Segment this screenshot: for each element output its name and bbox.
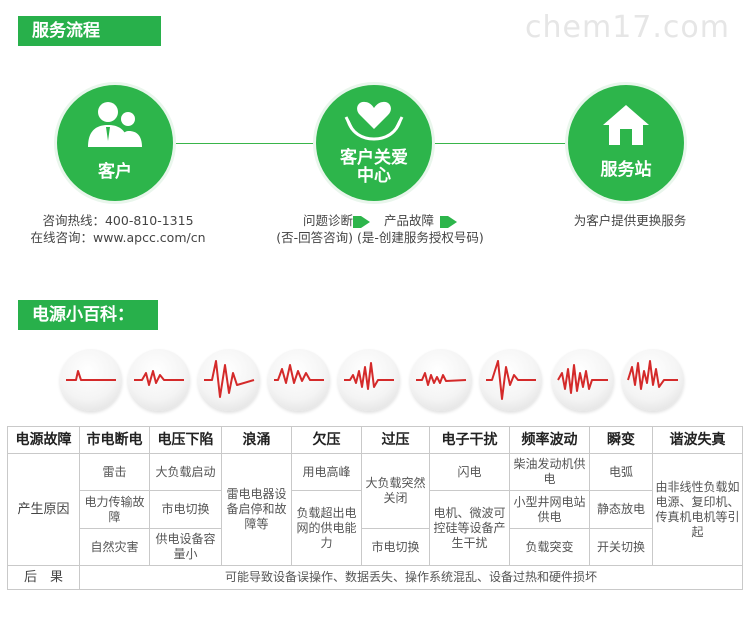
table-cell: 大负载启动: [149, 453, 222, 491]
care-title-line1: 客户关爱: [340, 148, 408, 168]
table-row: 电力传输故障 市电切换 负载超出电网的供电能力 电机、微波可控硅等设备产生干扰 …: [8, 490, 743, 566]
waveform-icon: [552, 349, 614, 411]
table-cell: 市电切换: [361, 528, 430, 566]
station-desc: 为客户提供更换服务: [573, 213, 687, 228]
flow-connector: [160, 143, 320, 144]
table-cell: 闪电: [429, 453, 510, 491]
header-cell: 浪涌: [221, 426, 292, 454]
waveform-icon: [268, 349, 330, 411]
care-steps: 问题诊断 产品故障 (否-回答咨询) (是-创建服务授权号码): [260, 212, 500, 246]
table-cell: 负载超出电网的供电能力: [291, 490, 362, 566]
result-text: 可能导致设备误操作、数据丢失、操作系统混乱、设备过热和硬件损坏: [79, 565, 743, 590]
users-icon: [88, 102, 142, 147]
waveform-icon: [198, 349, 260, 411]
table-cell: 电机、微波可控硅等设备产生干扰: [429, 490, 510, 566]
table-cell: 大负载突然关闭: [361, 453, 430, 529]
heart-hands-icon: [344, 101, 404, 141]
online-text: 在线咨询：www.apcc.com/cn: [30, 230, 206, 245]
arrow-right-icon: [361, 215, 378, 228]
header-cell: 过压: [361, 426, 430, 454]
section-title-power-wiki: 电源小百科：: [18, 300, 158, 330]
house-icon: [603, 105, 649, 145]
table-cell: 电弧: [589, 453, 653, 491]
table-row: 产生原因 雷击 大负载启动 雷电电器设备启停和故障等 用电高峰 大负载突然关闭 …: [7, 453, 743, 566]
table-cell: 负载突变: [509, 528, 590, 566]
table-cell: 开关切换: [589, 528, 653, 566]
table-cell: 由非线性负载如电源、复印机、传真机电机等引起: [652, 453, 743, 566]
waveform-icon: [128, 349, 190, 411]
table-cell: 静态放电: [589, 490, 653, 529]
waveform-icon: [60, 349, 122, 411]
watermark: chem17.com: [525, 10, 730, 45]
care-note: (否-回答咨询) (是-创建服务授权号码): [276, 230, 484, 245]
customer-contact: 咨询热线：400-810-1315 在线咨询：www.apcc.com/cn: [18, 212, 218, 246]
power-fault-table: 电源故障 市电断电 电压下陷 浪涌 欠压 过压 电子干扰 频率波动 瞬变 谐波失…: [7, 426, 743, 590]
header-cell: 电压下陷: [149, 426, 222, 454]
table-cell: 柴油发动机供电: [509, 453, 590, 491]
waveform-icon: [410, 349, 472, 411]
arrow-right-icon: [447, 215, 457, 228]
header-cell: 电子干扰: [429, 426, 510, 454]
waveform-icon: [338, 349, 400, 411]
table-header-row: 电源故障 市电断电 电压下陷 浪涌 欠压 过压 电子干扰 频率波动 瞬变 谐波失…: [7, 426, 743, 454]
header-cell: 欠压: [291, 426, 362, 454]
flow-connector: [430, 143, 570, 144]
cause-label: 产生原因: [7, 453, 80, 566]
table-cell: 市电切换: [149, 490, 222, 529]
table-cell: 雷击: [79, 453, 150, 491]
service-station-circle: 服务站: [568, 85, 684, 201]
table-row: 后 果 可能导致设备误操作、数据丢失、操作系统混乱、设备过热和硬件损坏: [7, 565, 743, 590]
section-title-service-flow: 服务流程: [18, 16, 161, 46]
header-cell: 电源故障: [7, 426, 80, 454]
care-center-circle: 客户关爱 中心: [316, 85, 432, 201]
table-cell: 电力传输故障: [79, 490, 150, 529]
customer-title: 客户: [98, 162, 132, 182]
result-label: 后 果: [7, 565, 80, 590]
header-cell: 瞬变: [589, 426, 653, 454]
header-cell: 市电断电: [79, 426, 150, 454]
waveform-icon: [480, 349, 542, 411]
table-cell: 供电设备容量小: [149, 528, 222, 566]
hotline-text: 咨询热线：400-810-1315: [42, 213, 194, 228]
station-title: 服务站: [600, 160, 652, 180]
table-cell: 用电高峰: [291, 453, 362, 491]
customer-circle: 客户: [57, 85, 173, 201]
care-title-line2: 中心: [357, 166, 391, 186]
header-cell: 频率波动: [509, 426, 590, 454]
waveform-icon: [622, 349, 684, 411]
table-row: 自然灾害 供电设备容量小 市电切换 负载突变 开关切换: [8, 528, 743, 566]
table-cell: 自然灾害: [79, 528, 150, 566]
step-diagnosis: 问题诊断: [303, 213, 354, 228]
step-fault: 产品故障: [383, 213, 434, 228]
header-cell: 谐波失真: [652, 426, 743, 454]
table-cell: 小型井网电站供电: [509, 490, 590, 529]
table-cell: 雷电电器设备启停和故障等: [221, 453, 292, 566]
